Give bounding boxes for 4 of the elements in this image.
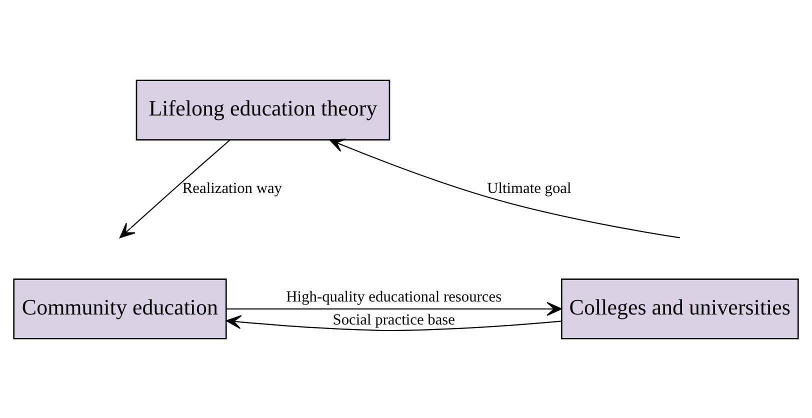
edge-label: Ultimate goal bbox=[487, 179, 572, 196]
edge-label: High-quality educational resources bbox=[286, 288, 502, 305]
edge-label: Realization way bbox=[182, 179, 282, 196]
edge-label: Social practice base bbox=[332, 311, 456, 328]
